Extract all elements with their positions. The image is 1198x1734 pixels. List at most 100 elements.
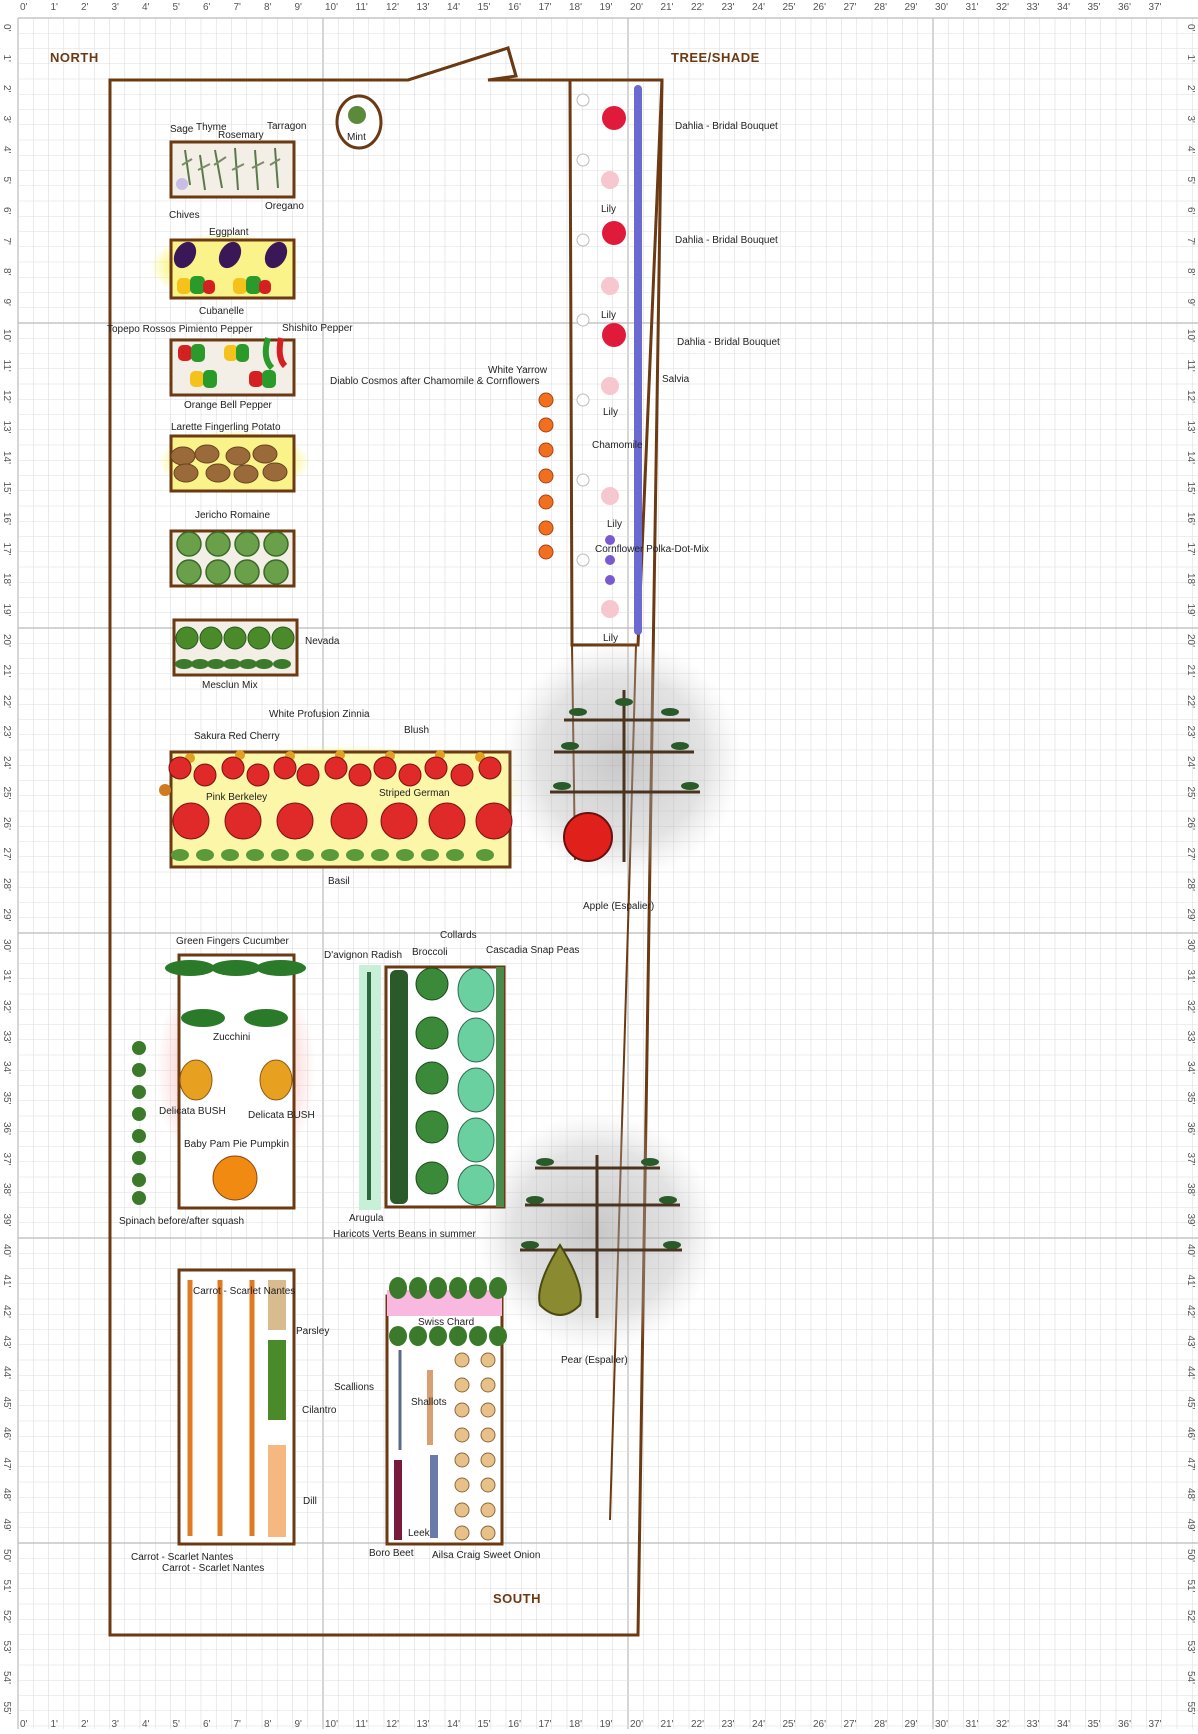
ruler-right-tick: 49' — [1185, 1519, 1196, 1532]
ruler-left-tick: 50' — [1, 1549, 12, 1562]
ruler-right-tick: 51' — [1185, 1580, 1196, 1593]
ruler-bottom-tick: 1' — [51, 1719, 59, 1729]
ruler-left-tick: 9' — [1, 299, 12, 307]
ruler-right-tick: 21' — [1185, 665, 1196, 678]
potato-tubers — [170, 444, 288, 484]
ruler-left-tick: 54' — [1, 1671, 12, 1684]
ruler-left-tick: 2' — [1, 85, 12, 93]
ruler-right-tick: 6' — [1185, 207, 1196, 215]
ruler-bottom-tick: 33' — [1027, 1719, 1040, 1729]
ruler-top-tick: 12' — [386, 2, 399, 13]
ruler-top-tick: 30' — [935, 2, 948, 13]
broccoli-heads — [415, 967, 449, 1195]
ruler-right-tick: 18' — [1185, 573, 1196, 586]
ruler-right-tick: 30' — [1185, 939, 1196, 952]
orange-bell-label: Orange Bell Pepper — [184, 400, 273, 411]
ruler-bottom-tick: 34' — [1057, 1719, 1070, 1729]
ruler-top-tick: 22' — [691, 2, 704, 13]
ruler-right-tick: 3' — [1185, 116, 1196, 124]
spinach-column — [132, 1041, 146, 1205]
cubanelle-label: Cubanelle — [199, 306, 244, 317]
ruler-bottom-tick: 2' — [81, 1719, 89, 1729]
ruler-left-tick: 6' — [1, 207, 12, 215]
ruler-top-tick: 9' — [295, 2, 303, 13]
chamomile-label: Chamomile — [592, 440, 643, 451]
ruler-left-tick: 15' — [1, 482, 12, 495]
apple-tree — [550, 690, 700, 862]
ruler-right-tick: 16' — [1185, 512, 1196, 525]
ruler-right-tick: 28' — [1185, 878, 1196, 891]
ruler-left-tick: 46' — [1, 1427, 12, 1440]
ruler-right-tick: 54' — [1185, 1671, 1196, 1684]
apple-label: Apple (Espalier) — [583, 901, 654, 912]
ruler-bottom-tick: 30' — [935, 1719, 948, 1729]
ruler-bottom-tick: 20' — [630, 1719, 643, 1729]
flower-strip-plants — [576, 85, 642, 635]
ruler-bottom-tick: 23' — [722, 1719, 735, 1729]
ruler-bottom-tick: 36' — [1118, 1719, 1131, 1729]
ruler-left-tick: 23' — [1, 726, 12, 739]
chives-label: Chives — [169, 210, 200, 221]
pumpkin — [212, 1155, 258, 1201]
dahlia-label-2: Dahlia - Bridal Bouquet — [675, 235, 778, 246]
ruler-top-tick: 10' — [325, 2, 338, 13]
ruler-bottom-tick: 26' — [813, 1719, 826, 1729]
zucchini-label: Zucchini — [213, 1032, 250, 1043]
topepo-label: Topepo Rossos Pimiento Pepper — [107, 324, 253, 335]
ruler-right-tick: 53' — [1185, 1641, 1196, 1654]
diablo-cosmos-label: Diablo Cosmos after Chamomile & Cornflow… — [330, 376, 540, 387]
ruler-right-tick: 41' — [1185, 1275, 1196, 1288]
ruler-right-tick: 27' — [1185, 848, 1196, 861]
ruler-right-tick: 25' — [1185, 787, 1196, 800]
ruler-right-tick: 20' — [1185, 634, 1196, 647]
ruler-left-tick: 37' — [1, 1153, 12, 1166]
ruler-top-tick: 16' — [508, 2, 521, 13]
ruler-left-tick: 24' — [1, 756, 12, 769]
ruler-right-tick: 15' — [1185, 482, 1196, 495]
ruler-left-tick: 10' — [1, 329, 12, 342]
collards-row — [390, 970, 408, 1204]
nevada-label: Nevada — [305, 636, 340, 647]
delicata-squash — [179, 1059, 293, 1101]
ruler-bottom-tick: 18' — [569, 1719, 582, 1729]
chard-plants — [389, 1277, 507, 1346]
ruler-bottom-tick: 9' — [295, 1719, 303, 1729]
dill-label: Dill — [303, 1496, 317, 1507]
broccoli-label: Broccoli — [412, 947, 448, 958]
ruler-top-tick: 4' — [142, 2, 150, 13]
ruler-top-tick: 5' — [173, 2, 181, 13]
north-label: NORTH — [50, 50, 99, 65]
gate-arc — [407, 46, 518, 82]
ruler-bottom-tick: 0' — [20, 1719, 28, 1729]
ruler-top-tick: 36' — [1118, 2, 1131, 13]
swiss-chard-label: Swiss Chard — [418, 1317, 474, 1328]
ruler-top-tick: 33' — [1027, 2, 1040, 13]
ruler-left-tick: 29' — [1, 909, 12, 922]
ruler-bottom-tick: 10' — [325, 1719, 338, 1729]
snap-peas-label: Cascadia Snap Peas — [486, 945, 579, 956]
ruler-right-tick: 37' — [1185, 1153, 1196, 1166]
ruler-top-tick: 28' — [874, 2, 887, 13]
ruler-right-tick: 29' — [1185, 909, 1196, 922]
ruler-left-tick: 47' — [1, 1458, 12, 1471]
herb-bed — [169, 140, 296, 199]
ruler-top-tick: 8' — [264, 2, 272, 13]
ruler-bottom-tick: 7' — [234, 1719, 242, 1729]
ruler-top-tick: 19' — [600, 2, 613, 13]
ruler-bottom-tick: 12' — [386, 1719, 399, 1729]
ruler-right-tick: 42' — [1185, 1305, 1196, 1318]
ruler-bottom-tick: 21' — [661, 1719, 674, 1729]
pepper-plants — [178, 337, 288, 388]
ruler-right-tick: 13' — [1185, 421, 1196, 434]
ruler-left-tick: 25' — [1, 787, 12, 800]
scallions-label: Scallions — [334, 1382, 374, 1393]
basil-label: Basil — [328, 876, 350, 887]
delicata-label-1: Delicata BUSH — [159, 1106, 226, 1117]
ruler-bottom-tick: 16' — [508, 1719, 521, 1729]
ruler-left-tick: 18' — [1, 573, 12, 586]
salvia-label: Salvia — [662, 374, 690, 385]
eggplant-fruits — [173, 241, 288, 269]
cherry-tomatoes — [168, 756, 502, 787]
